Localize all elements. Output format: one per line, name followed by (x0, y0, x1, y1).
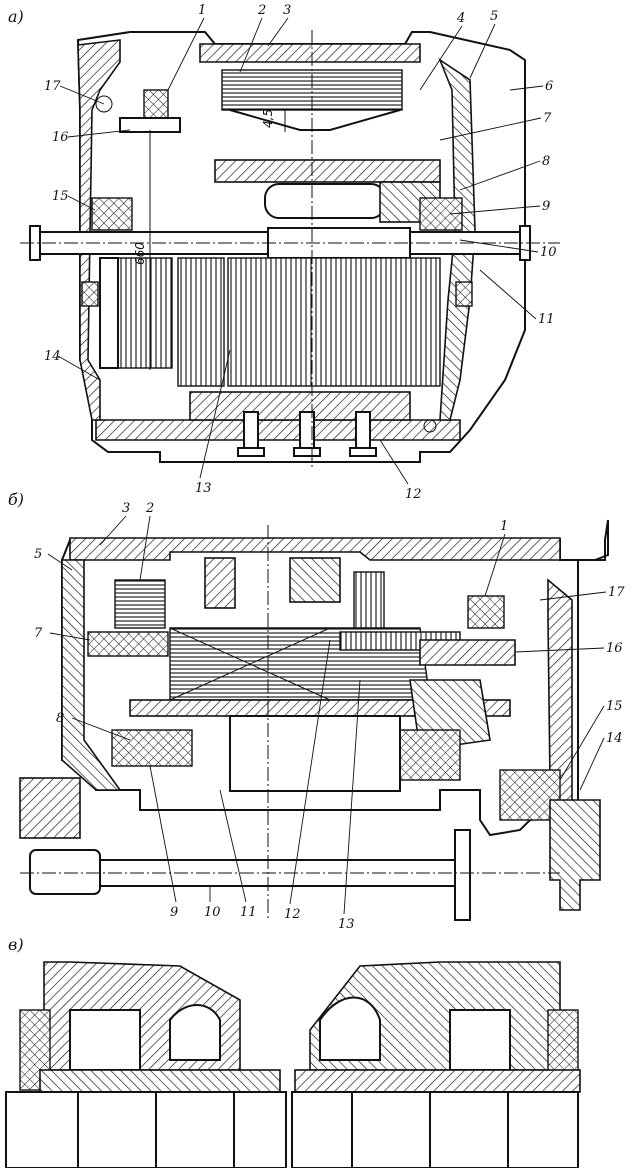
section-b-callouts: 1 2 3 5 7 8 9 10 11 12 13 14 15 16 17 (34, 501, 625, 932)
bearing-left-b (111, 729, 193, 767)
frame-bottom-wall (95, 419, 461, 441)
callout-b-15: 15 (606, 699, 623, 714)
callout-a-2: 2 (257, 3, 266, 18)
brush-holder-b (467, 595, 505, 629)
brush-arm-b (419, 639, 516, 666)
frame-top-wall (199, 43, 421, 63)
callout-a-13: 13 (195, 481, 212, 496)
bearing-left (91, 197, 133, 231)
section-b-leaders (47, 515, 607, 915)
foot-bolts (237, 411, 377, 457)
callout-b-16: 16 (606, 641, 623, 656)
callout-b-10: 11 (240, 905, 257, 920)
right-base-plate (294, 1069, 581, 1093)
callout-b-11: 10 (204, 905, 221, 920)
section-c: в) (5, 935, 581, 1168)
rotor-end-pack (177, 257, 225, 387)
drain-plug (423, 419, 437, 433)
section-a-callouts: 1 2 3 4 5 6 7 8 9 10 11 12 13 14 15 16 1… (44, 3, 557, 502)
armature-coil-ends-left (87, 631, 169, 657)
callout-a-17: 17 (44, 79, 61, 94)
pole-bolt-left (204, 557, 236, 609)
core-diag-2 (169, 627, 331, 701)
commutator-sleeve (99, 257, 119, 369)
field-coil-right (353, 571, 385, 633)
winding-arc (229, 109, 401, 131)
callout-b-17: 17 (608, 585, 625, 600)
callout-b-8: 8 (56, 711, 64, 726)
inspection-cover-bolt (95, 95, 113, 113)
callout-b-14: 14 (606, 731, 623, 746)
right-labyrinth (319, 996, 381, 1061)
axle-box-b (549, 799, 601, 911)
callout-a-4: 4 (456, 11, 465, 26)
section-c-label: в) (8, 935, 24, 954)
section-b-label: б) (8, 490, 24, 509)
rotor-core-laminations (227, 257, 441, 387)
callout-b-7: 7 (34, 626, 43, 641)
callout-a-9: 9 (542, 199, 550, 214)
bearing-cap-right (455, 281, 473, 307)
callout-b-5: 5 (34, 547, 42, 562)
left-base-plate (39, 1069, 281, 1093)
callout-a-6: 6 (545, 79, 553, 94)
section-a-leaders (57, 17, 544, 485)
rotor-hub-b (229, 715, 401, 792)
callout-a-16: 16 (52, 130, 69, 145)
callout-b-12: 12 (284, 907, 301, 922)
stator-core-upper (214, 159, 441, 183)
bearing-cap-left (81, 281, 99, 307)
callout-b-9: 9 (170, 905, 178, 920)
rotor-duct (264, 183, 386, 219)
callout-a-15: 15 (52, 189, 69, 204)
bearing-right (419, 197, 463, 231)
section-b: б) 1 2 3 (8, 490, 625, 932)
callout-a-1: 1 (198, 3, 206, 18)
bearing-right-b (399, 729, 461, 781)
dim-gap-label: 4,5 (261, 109, 275, 128)
brush-holder (143, 89, 169, 119)
frame-top-wall-b (69, 537, 561, 561)
callout-a-11: 11 (538, 312, 555, 327)
callout-b-13: 13 (338, 917, 355, 932)
section-a-label: а) (8, 7, 24, 26)
left-bearing-window (69, 1009, 141, 1071)
callout-b-3: 3 (122, 501, 130, 516)
shaft-flange-b (454, 829, 471, 921)
field-coil-left (114, 579, 166, 629)
callout-a-14: 14 (44, 349, 61, 364)
section-a: а) (8, 3, 560, 502)
wheel-blocks (5, 1091, 579, 1168)
left-labyrinth (169, 1004, 221, 1061)
callout-a-8: 8 (542, 154, 550, 169)
callout-b-1: 1 (500, 519, 508, 534)
callout-b-2: 2 (145, 501, 154, 516)
callout-a-7: 7 (543, 111, 552, 126)
shaft-end-left-b (29, 849, 101, 895)
left-shield-b (61, 559, 122, 791)
callout-a-12: 12 (405, 487, 422, 502)
callout-a-3: 3 (283, 3, 291, 18)
callout-a-5: 5 (490, 9, 498, 24)
pole-core (289, 557, 341, 603)
gear-housing-left-b (19, 777, 81, 839)
right-bearing-window (449, 1009, 511, 1071)
commutator (117, 257, 173, 369)
dim-commutator-label: 660 (133, 242, 147, 265)
callout-a-10: 10 (540, 245, 557, 260)
